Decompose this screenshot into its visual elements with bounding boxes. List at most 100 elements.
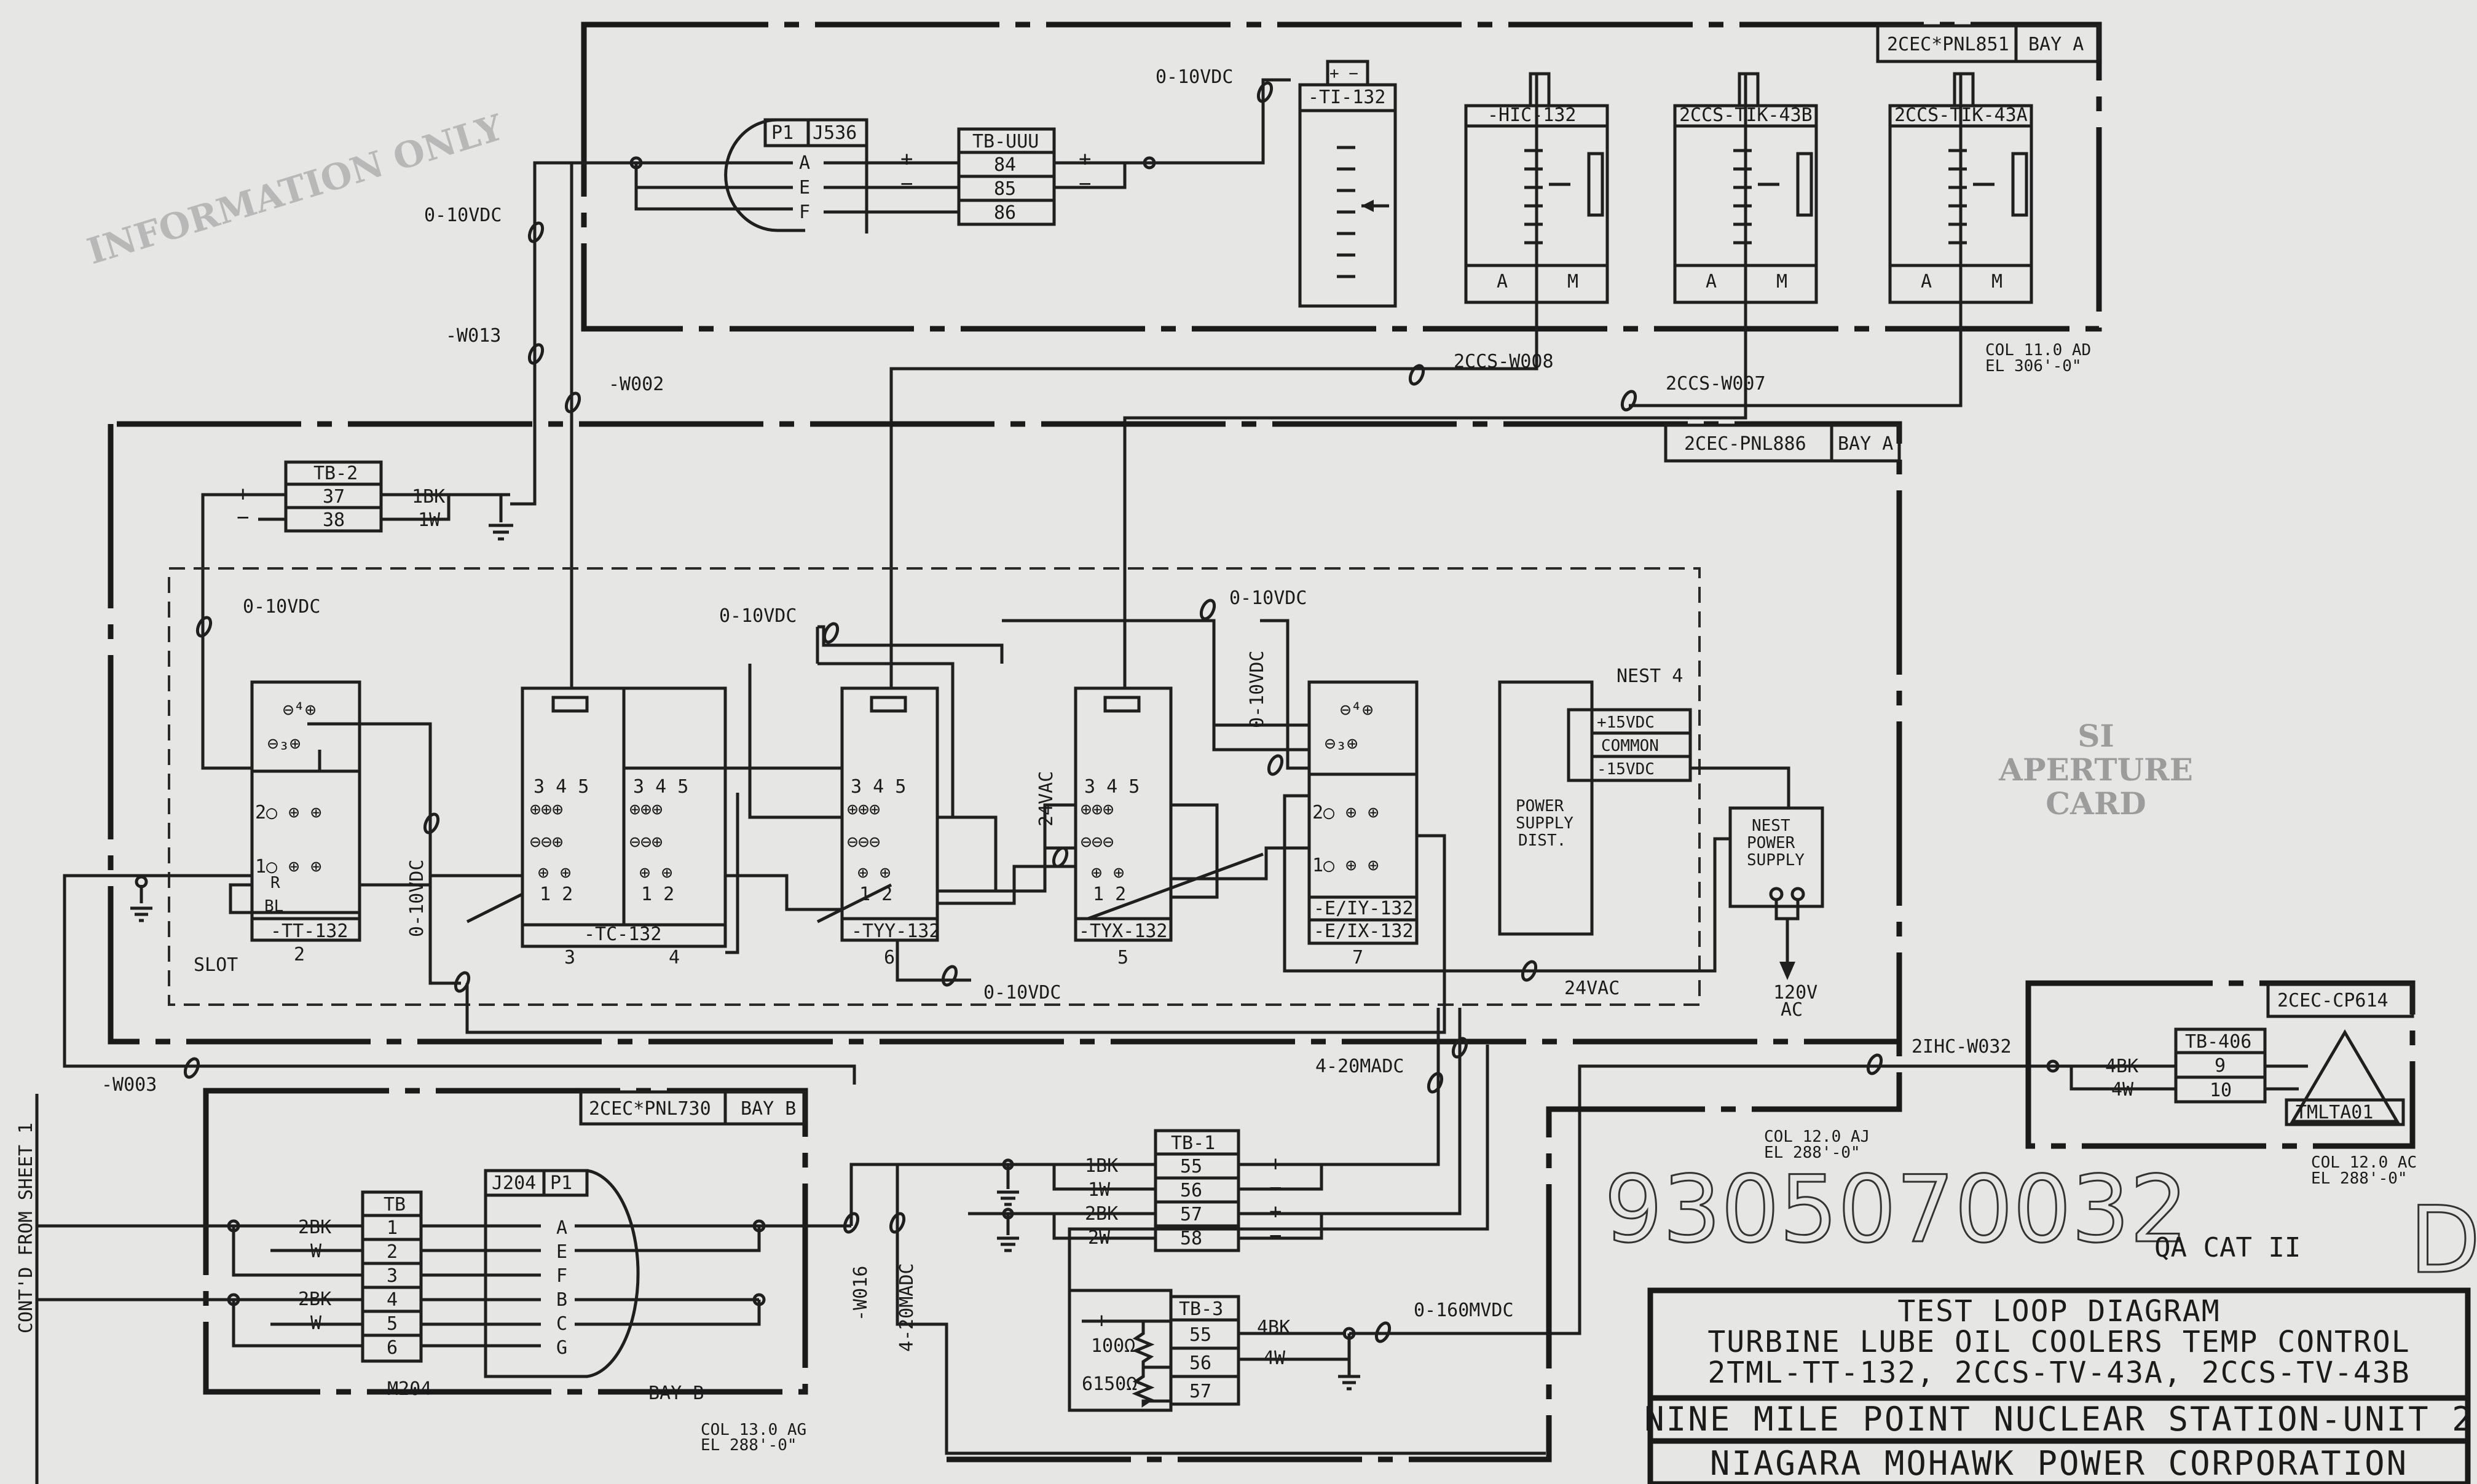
tb-1-row-56: 56 bbox=[1180, 1180, 1202, 1201]
cable-break-mark bbox=[1374, 1321, 1392, 1343]
tb-3-name: TB-3 bbox=[1179, 1298, 1223, 1320]
module-feed-wiring bbox=[570, 664, 1127, 688]
ma-label-mid: 4-20MADC bbox=[1315, 1056, 1404, 1077]
eix-132-tag: -E/IX-132 bbox=[1313, 921, 1414, 942]
cp614-col: COL 12.0 AC bbox=[2311, 1153, 2417, 1172]
qa-category: QA CAT II bbox=[2154, 1232, 2301, 1263]
tc-132-left-terms-top: 3 4 5 bbox=[534, 776, 589, 798]
nps-24vac-wiring bbox=[1283, 794, 1730, 973]
tb-uuu-row-86: 86 bbox=[994, 202, 1016, 224]
tb-2-wiring bbox=[201, 493, 510, 770]
tb-2-box bbox=[284, 460, 383, 533]
cable-break-mark bbox=[1256, 81, 1274, 103]
return-loop-wiring bbox=[465, 834, 1446, 1034]
cable-break-mark bbox=[527, 343, 545, 365]
cable-0-10vdc-left bbox=[510, 161, 636, 506]
nps-line3: SUPPLY bbox=[1747, 851, 1805, 870]
pnl886-name: 2CEC-PNL886 bbox=[1684, 433, 1806, 455]
rail-common: COMMON bbox=[1601, 737, 1659, 755]
slot2-out-wiring bbox=[428, 885, 461, 985]
tyx-132-terms-row2: ⊖⊖⊖ bbox=[1081, 831, 1114, 853]
cable-w032-label: 2IHC-W032 bbox=[1912, 1036, 2012, 1058]
tb-bayb-row-3: 3 bbox=[387, 1265, 398, 1287]
slot-6-number: 6 bbox=[884, 947, 895, 968]
resistor-icon bbox=[1082, 1319, 1171, 1408]
p1b-label-box bbox=[542, 1169, 589, 1197]
tyy-132-12-a: ⊕ ⊕ bbox=[857, 862, 891, 884]
p1b-label: P1 bbox=[550, 1172, 572, 1194]
j204-wiring bbox=[421, 1224, 851, 1348]
tmlta01-box bbox=[2285, 1098, 2405, 1126]
eiy-132-module bbox=[1307, 680, 1419, 945]
label-0-10vdc-top: 0-10VDC bbox=[1156, 66, 1233, 88]
cp614-el: EL 288'-0" bbox=[2311, 1169, 2408, 1188]
ac-line2: AC bbox=[1781, 999, 1803, 1021]
tyx-132-terms-row: ⊕⊕⊕ bbox=[1081, 799, 1114, 820]
tik-43b-terminal bbox=[1738, 72, 1760, 106]
cable-w003-label: -W003 bbox=[101, 1074, 157, 1096]
j204-pin-c: C bbox=[556, 1313, 567, 1335]
power-supply-dist-box bbox=[1498, 680, 1594, 936]
cable-w016-label: -W016 bbox=[850, 1266, 872, 1321]
p1-wiring bbox=[634, 161, 959, 214]
tt-132-tag: -TT-132 bbox=[270, 921, 348, 942]
nps-terminal bbox=[1769, 887, 1784, 901]
tb-1-left-wiring bbox=[968, 1163, 1156, 1240]
slot-5-number: 5 bbox=[1117, 947, 1128, 968]
el-aj: EL 288'-0" bbox=[1764, 1144, 1861, 1162]
aperture-card-line2: APERTURE bbox=[1998, 752, 2193, 788]
tyx-132-12-a: ⊕ ⊕ bbox=[1091, 862, 1124, 884]
j536-pin-e: E bbox=[799, 177, 810, 198]
tc-132-right-12-a: ⊕ ⊕ bbox=[639, 862, 672, 884]
mv-label: 0-160MVDC bbox=[1414, 1300, 1514, 1321]
tb-3-row-55: 55 bbox=[1189, 1324, 1211, 1346]
cable-break-mark bbox=[1427, 1072, 1444, 1094]
junction-dot bbox=[227, 1219, 240, 1233]
information-only-stamp: INFORMATION ONLY bbox=[82, 106, 508, 272]
cable-break-mark bbox=[1267, 754, 1284, 776]
label-0-10vdc-slot2: 0-10VDC bbox=[243, 596, 320, 618]
tb-3-left-run bbox=[1068, 1045, 1489, 1321]
tb-bayb-row-6: 6 bbox=[387, 1337, 398, 1359]
label-0-10vdc-slot2-vert: 0-10VDC bbox=[406, 860, 428, 937]
p1-label: P1 bbox=[771, 122, 794, 144]
tc-132-tag: -TC-132 bbox=[584, 924, 661, 945]
junction-dot bbox=[752, 1219, 766, 1233]
drawing-number-handwritten: 9305070032 bbox=[1604, 1156, 2188, 1263]
hic-132-a: A bbox=[1497, 271, 1508, 292]
label-0-10vdc-mid-b: 0-10VDC bbox=[1229, 587, 1307, 609]
tb-bayb-row-5: 5 bbox=[387, 1313, 398, 1335]
tyy-132-tag: -TYY-132 bbox=[851, 921, 940, 942]
eiy-132-term-4: ⊖⁴⊕ bbox=[1340, 699, 1373, 721]
cable-break-mark bbox=[822, 622, 840, 644]
pnl730-name: 2CEC*PNL730 bbox=[589, 1098, 711, 1120]
cable-break-mark bbox=[1866, 1053, 1883, 1075]
tc-132-left-terms-row: ⊕⊕⊕ bbox=[530, 799, 563, 820]
tb-1-row-57: 57 bbox=[1180, 1204, 1202, 1225]
tb-3-resistor-area bbox=[1068, 1289, 1173, 1412]
bottom-run bbox=[896, 1226, 1546, 1455]
cable-break-mark bbox=[843, 1212, 860, 1234]
label-24vac-vert: 24VAC bbox=[1036, 771, 1057, 826]
nps-terminal bbox=[1790, 887, 1805, 901]
junction-dot bbox=[1342, 1327, 1356, 1340]
cable-break-mark bbox=[1521, 960, 1538, 982]
title-line-4: NINE MILE POINT NUCLEAR STATION-UNIT 2 bbox=[1644, 1400, 2473, 1439]
pnl730-col: COL 13.0 AG bbox=[701, 1421, 806, 1439]
tt-132-wiring bbox=[229, 722, 432, 914]
junction-dot bbox=[1002, 1207, 1014, 1220]
tmlta01-label: TMLTA01 bbox=[2296, 1102, 2373, 1123]
tb-2-row-38: 38 bbox=[323, 509, 345, 531]
cable-w008 bbox=[889, 74, 1538, 688]
w016-cable bbox=[849, 1163, 968, 1226]
hic-132-m: M bbox=[1567, 271, 1578, 292]
nest-diagonal-jumpers bbox=[466, 852, 1264, 924]
rails-wiring bbox=[1690, 766, 1790, 808]
tb-406-row-10: 10 bbox=[2210, 1080, 2232, 1101]
pnl851-bay-box bbox=[2014, 24, 2101, 63]
hic-132-buttons bbox=[1587, 152, 1604, 217]
pnl851-name: 2CEC*PNL851 bbox=[1887, 34, 2009, 55]
tb-bayb-row-2: 2 bbox=[387, 1241, 398, 1263]
